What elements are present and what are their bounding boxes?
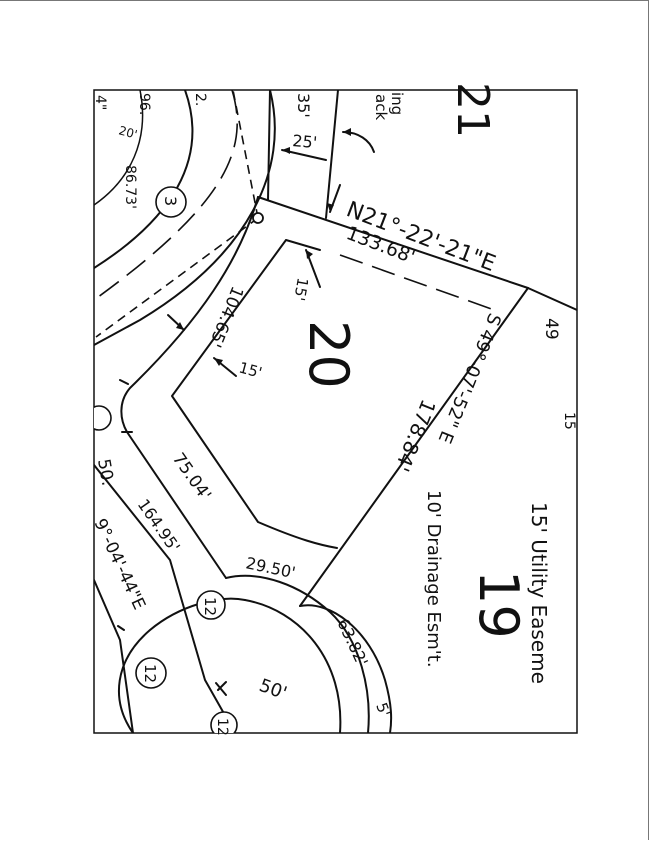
curve-tag-12b-circle xyxy=(135,657,167,689)
leader-building xyxy=(342,131,375,153)
cul-de-sac-far xyxy=(244,599,342,733)
east-bearing-label: S 49°-07'-52" E xyxy=(434,310,505,446)
fragment-96: 96. xyxy=(136,93,152,115)
road-radius-label: 50' xyxy=(256,675,289,704)
cul-de-sac-distance-label: 29.50' xyxy=(244,553,297,582)
front-setback-label: 15' xyxy=(290,276,312,302)
arrowhead-1 xyxy=(306,250,313,259)
dashed-boundary-offset xyxy=(339,254,501,313)
road-edge-left-1 xyxy=(94,464,236,733)
lot-line-extension xyxy=(527,287,577,311)
dimension-15-fragment: 15 xyxy=(561,412,577,430)
upper-small-label: 20' xyxy=(117,123,139,141)
arc-chord-label: 86.73' xyxy=(122,165,138,209)
road-row-line-2 xyxy=(267,90,271,201)
side-lower-setback-label: 5' xyxy=(372,700,394,719)
tie-line-1 xyxy=(95,217,259,338)
curve-tag-partial-circle xyxy=(210,711,238,733)
road-arc-dashed xyxy=(94,90,238,301)
arrowhead-5 xyxy=(327,203,334,212)
road-row-line xyxy=(325,90,339,219)
fragment-4: 4" xyxy=(92,95,108,110)
lot20-northwest-arc xyxy=(120,196,259,433)
curve-tag-12b: 12 xyxy=(141,664,159,683)
side-setback-label: 15' xyxy=(237,358,264,381)
lot20-east-line xyxy=(299,287,529,607)
property-pin xyxy=(252,212,264,224)
lot-number-21: 21 xyxy=(447,82,498,138)
curve-tag-3-circle xyxy=(155,186,187,218)
building-line-fragment-2: ack xyxy=(372,94,390,120)
cul-de-sac-inner xyxy=(299,604,393,733)
curve-tag-12a: 12 xyxy=(201,597,219,616)
fragment-2: 2. xyxy=(192,93,208,106)
southwest-distance-label: 75.04' xyxy=(168,449,215,504)
curve-tag-3: 3 xyxy=(161,196,180,206)
road-arc-far xyxy=(94,90,144,206)
building-line-fragment-1: ing xyxy=(388,92,406,115)
tie-line-2 xyxy=(232,90,259,219)
utility-easement-label: 15' Utility Easeme xyxy=(527,502,551,684)
arrowhead-6 xyxy=(176,322,184,330)
cul-de-sac-outer xyxy=(225,574,370,733)
arrowhead-4 xyxy=(343,128,351,136)
lot20-southwest-line xyxy=(126,431,227,579)
top-25-label: 25' xyxy=(292,131,318,152)
arrowhead-2 xyxy=(214,358,223,366)
east-distance-label: 178.84' xyxy=(390,396,441,475)
curve-tag-left-circle xyxy=(94,405,112,431)
setback-line xyxy=(171,239,338,549)
top-35-label: 35' xyxy=(294,93,313,118)
tick-marks xyxy=(117,379,227,696)
fragment-12: 12 xyxy=(214,718,230,736)
curve-tag-12a-circle xyxy=(196,590,226,620)
lower-bearing-label: 9°-04'-44"E xyxy=(89,516,149,613)
road-edge-left-2 xyxy=(94,579,134,733)
dimension-49-fragment: 49 xyxy=(541,318,561,340)
drainage-easement-label: 10' Drainage Esm't. xyxy=(423,490,444,668)
lot20-north-line xyxy=(257,196,529,289)
lot-number-19: 19 xyxy=(467,570,530,639)
road-arc-outer xyxy=(94,90,276,346)
left-cut-label: 50. xyxy=(93,457,117,487)
lot-number-20: 20 xyxy=(297,320,360,389)
road-arc-inner xyxy=(94,90,194,269)
arrowhead-3 xyxy=(282,147,290,154)
